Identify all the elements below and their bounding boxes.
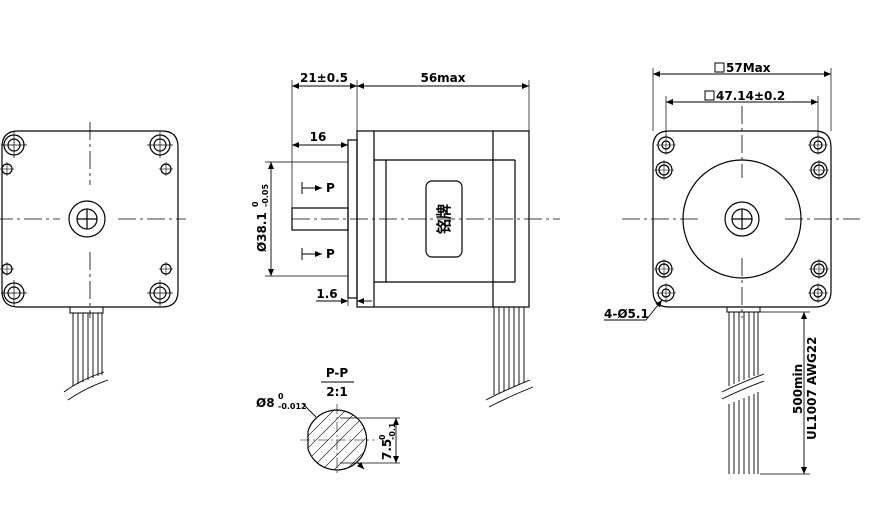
rear-screw-1 [654, 160, 674, 180]
front-mount-hole-tr [147, 132, 173, 158]
section-shaft-profile [307, 409, 368, 471]
section-mark-top [301, 182, 322, 194]
svg-text:Ø38.1: Ø38.1 [255, 212, 269, 252]
rear-body [652, 130, 832, 308]
front-lead-wires [63, 313, 109, 401]
rear-mount-hole-bl [656, 283, 676, 303]
square-symbol-57 [714, 62, 725, 73]
rear-mount-hole-br [808, 283, 828, 303]
dim-500min: 500min [791, 364, 805, 414]
section-letter-top: P [326, 181, 335, 195]
dim-57max: 57Max [726, 61, 771, 75]
svg-text:-0.05: -0.05 [261, 184, 270, 207]
front-view-body [1, 130, 179, 308]
dim-shaft-8: Ø8 0 -0.012 [256, 392, 307, 411]
section-mark-bottom [301, 248, 322, 260]
front-screw-l1 [0, 162, 14, 176]
section-letter-bottom: P [326, 247, 335, 261]
front-mount-hole-br [147, 280, 173, 306]
svg-text:7.5: 7.5 [380, 439, 394, 460]
rear-screw-4 [809, 259, 829, 279]
rear-mount-hole-tl [656, 135, 676, 155]
square-symbol-47 [704, 90, 715, 101]
rear-shaft-outer [724, 201, 760, 237]
dim-38-1: Ø38.1 0 -0.05 [251, 184, 270, 252]
dim-47-14: 47.14±0.2 [716, 89, 785, 103]
rear-screw-3 [654, 259, 674, 279]
rear-screw-2 [809, 160, 829, 180]
dim-21: 21±0.5 [300, 71, 348, 85]
front-mount-hole-bl [1, 280, 27, 306]
front-screw-l2 [0, 262, 14, 276]
rear-lead-wires [721, 312, 765, 474]
svg-text:0: 0 [378, 434, 387, 440]
side-view: 铭牌 [265, 80, 560, 408]
svg-text:0: 0 [278, 392, 284, 401]
front-screw-r1 [159, 162, 173, 176]
dim-hole-4-5-1: 4-Ø5.1 [604, 307, 649, 321]
svg-text:-0.012: -0.012 [278, 402, 307, 411]
rear-mount-hole-tr [808, 135, 828, 155]
section-title: P-P [326, 366, 349, 380]
dim-16: 16 [310, 130, 327, 144]
nameplate-text: 铭牌 [435, 204, 453, 234]
front-mount-hole-tl [1, 132, 27, 158]
dim-flat-7-5: 7.5 0 -0.1 [378, 422, 397, 460]
svg-text:0: 0 [251, 201, 260, 207]
dim-56max: 56max [420, 71, 465, 85]
dim-1-6: 1.6 [316, 287, 337, 301]
front-screw-r2 [159, 262, 173, 276]
side-lead-wires [485, 307, 534, 408]
rear-view [604, 62, 860, 475]
front-shaft-outer [68, 200, 106, 238]
svg-text:-0.1: -0.1 [388, 422, 397, 440]
section-scale: 2:1 [326, 385, 348, 399]
front-view [0, 122, 186, 401]
nameplate [425, 180, 463, 258]
lead-wire-spec: UL1007 AWG22 [805, 337, 819, 441]
svg-text:Ø8: Ø8 [256, 396, 275, 410]
